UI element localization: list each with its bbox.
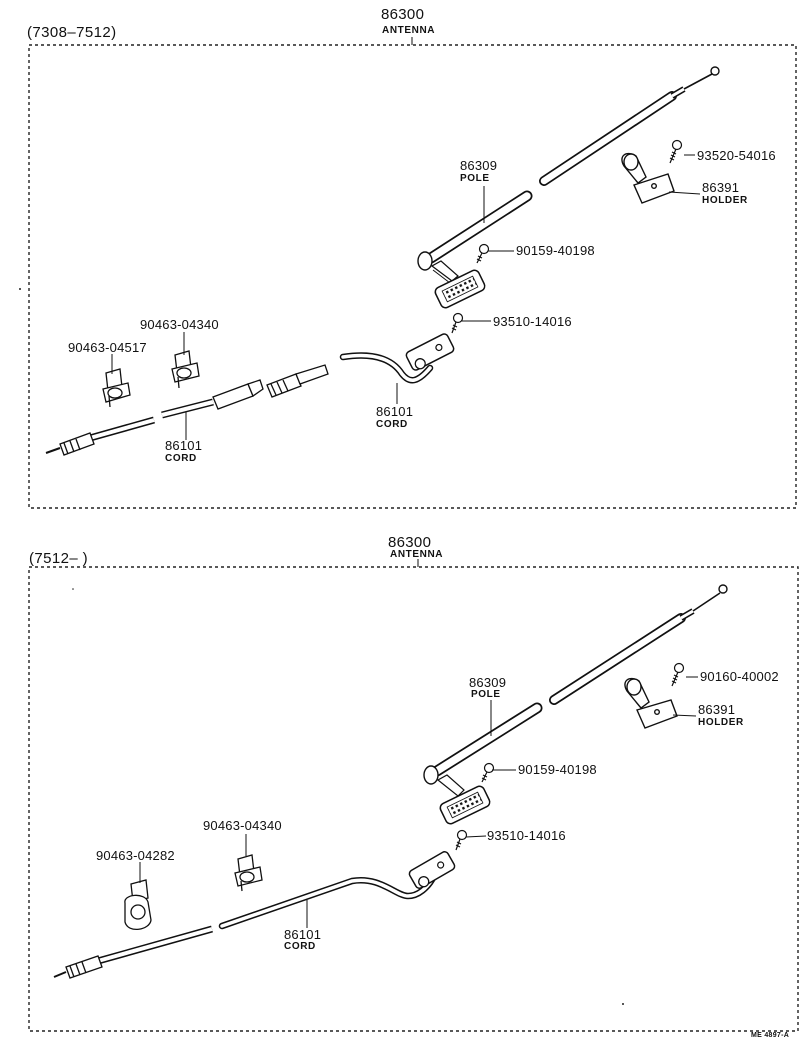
section-2-part-90463-04282: 90463-04282 <box>96 848 175 863</box>
section-2-pole <box>423 702 543 797</box>
section-2-part-86309: 86309 <box>469 675 507 690</box>
section-1-screw-93510 <box>451 312 464 334</box>
figure-code: ME 4897-A <box>751 1032 790 1039</box>
section-1-pole-base <box>434 269 486 309</box>
section-1-part-86101-left: 86101 <box>165 438 203 453</box>
section-2-part-90159-40198: 90159-40198 <box>518 762 597 777</box>
section-1-part-86391-name: HOLDER <box>702 195 748 206</box>
section-2-clamp-04282 <box>124 879 152 930</box>
section-2-antenna-mast <box>549 584 728 705</box>
section-1-part-90159-40198: 90159-40198 <box>516 243 595 258</box>
section-2-part-86101: 86101 <box>284 927 322 942</box>
section-1 <box>28 37 797 509</box>
section-2-clamp-04340 <box>234 854 263 892</box>
section-2-part-86101-name: CORD <box>284 941 316 952</box>
section-1-clamp-04340 <box>171 350 200 389</box>
section-2-screw-90160 <box>671 662 685 687</box>
section-2-leaders <box>139 676 698 928</box>
section-2-cord-plug <box>53 955 103 979</box>
section-2 <box>28 559 799 1032</box>
section-2-holder <box>624 677 678 729</box>
section-2-part-90463-04340: 90463-04340 <box>203 818 282 833</box>
section-1-part-86309: 86309 <box>460 158 498 173</box>
section-2-assembly-number: 86300 <box>388 534 432 551</box>
section-2-part-86391: 86391 <box>698 702 736 717</box>
section-1-assembly-name: ANTENNA <box>382 25 436 36</box>
section-1-range: (7308–7512) <box>27 24 117 41</box>
section-1-part-90463-04517: 90463-04517 <box>68 340 147 355</box>
section-1-part-86309-name: POLE <box>460 173 490 184</box>
section-1-antenna-mast <box>539 66 720 186</box>
section-2-part-93510-14016: 93510-14016 <box>487 828 566 843</box>
section-2-part-86391-name: HOLDER <box>698 717 744 728</box>
section-1-part-86101-left-name: CORD <box>165 453 197 464</box>
section-1-part-90463-04340: 90463-04340 <box>140 317 219 332</box>
section-1-pole <box>417 190 533 284</box>
section-1-cord-right <box>339 352 434 384</box>
section-1-screw-90159 <box>476 243 490 264</box>
section-1-part-93520-54016: 93520-54016 <box>697 148 776 163</box>
section-1-clamp-04517 <box>102 368 131 408</box>
section-2-cord-bracket <box>408 851 456 889</box>
section-2-part-86309-name: POLE <box>471 689 501 700</box>
section-1-frame <box>28 44 797 509</box>
section-2-screw-93510 <box>455 829 468 851</box>
section-2-part-90160-40002: 90160-40002 <box>700 669 779 684</box>
section-1-cord-left <box>89 398 214 442</box>
section-1-cord-bracket <box>405 333 455 371</box>
section-1-assembly-number: 86300 <box>381 6 425 23</box>
section-1-part-86101-right: 86101 <box>376 404 414 419</box>
section-1-part-86391: 86391 <box>702 180 740 195</box>
section-2-assembly-name: ANTENNA <box>390 549 444 560</box>
section-1-part-86101-right-name: CORD <box>376 419 408 430</box>
section-1-cord-connector <box>212 364 329 410</box>
section-2-cord <box>97 872 438 965</box>
section-2-screw-90159 <box>481 762 495 783</box>
section-2-pole-base <box>439 785 491 825</box>
section-1-leaders <box>111 154 701 440</box>
section-1-holder <box>621 152 675 204</box>
specks <box>19 288 624 1005</box>
section-1-cord-plug <box>45 432 95 456</box>
section-1-screw-93520 <box>669 139 683 164</box>
section-1-part-93510-14016: 93510-14016 <box>493 314 572 329</box>
section-2-range: (7512– ) <box>29 550 89 567</box>
section-2-frame <box>28 566 799 1032</box>
